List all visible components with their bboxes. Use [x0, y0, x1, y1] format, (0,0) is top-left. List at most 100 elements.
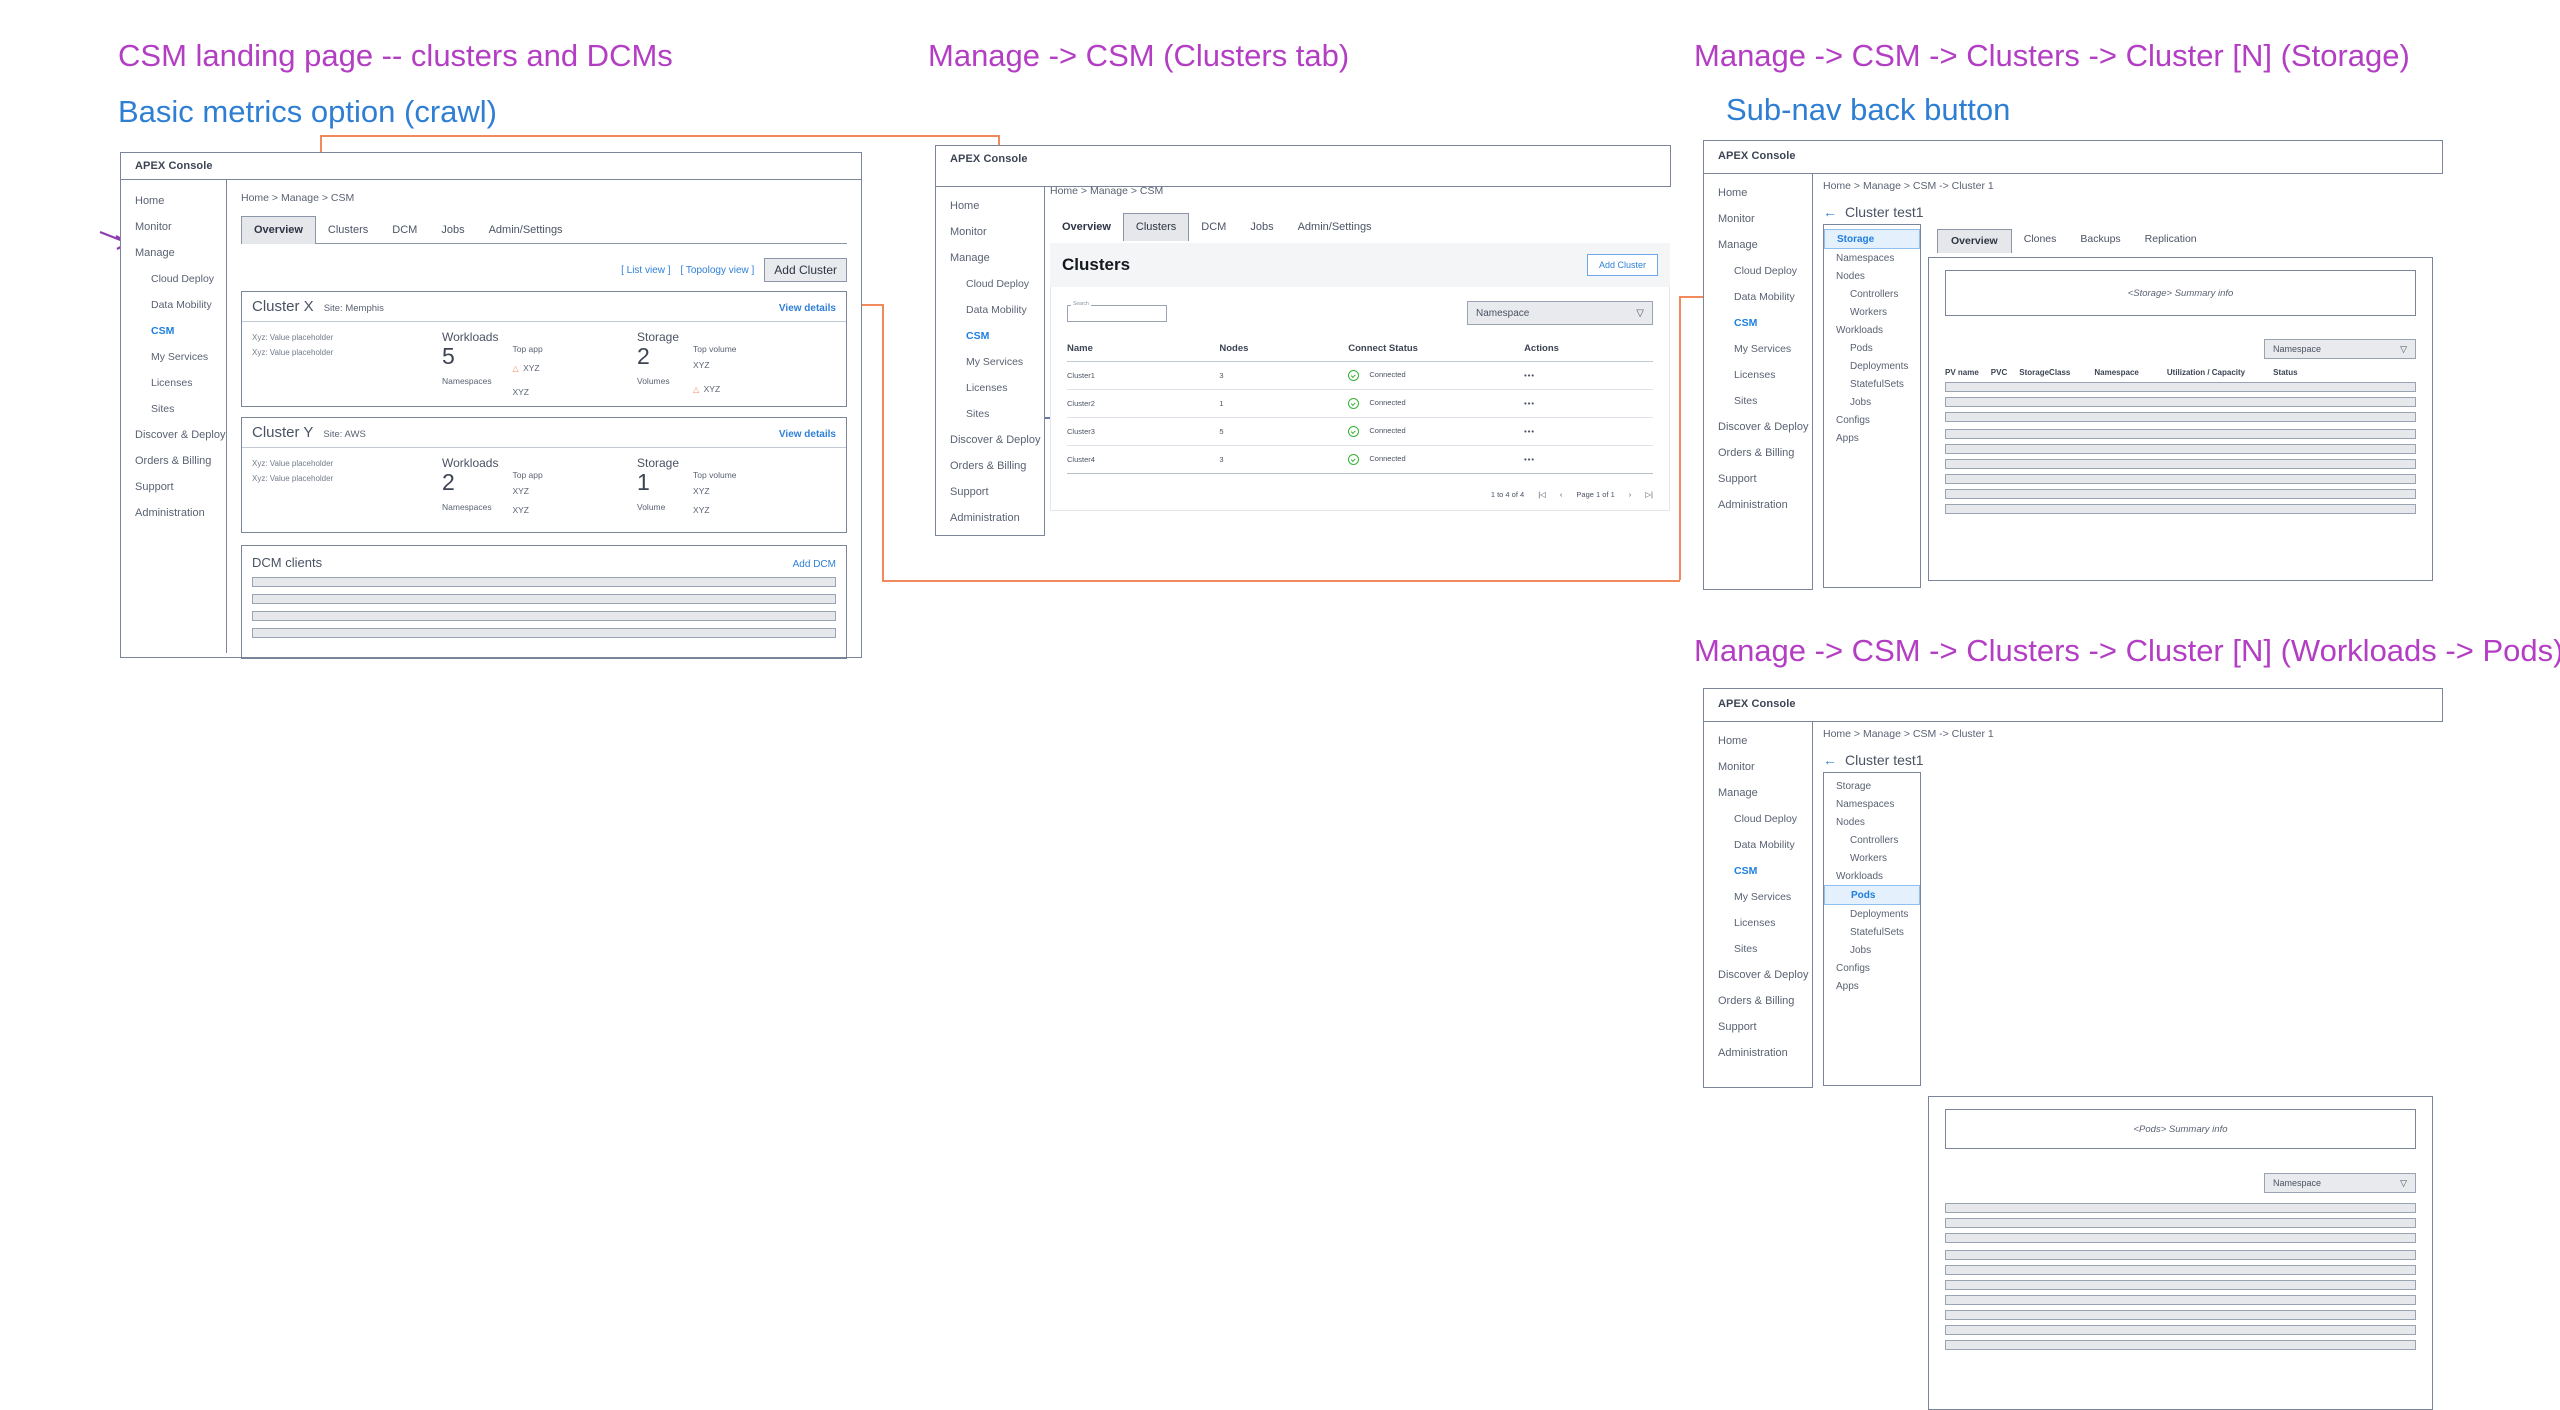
subnav-item-configs[interactable]: Configs [1836, 414, 1870, 426]
add-cluster-button[interactable]: Add Cluster [764, 258, 847, 282]
pager-prev-icon[interactable]: ‹ [1559, 490, 1563, 499]
add-cluster-button-2[interactable]: Add Cluster [1586, 254, 1658, 276]
sidebar-nav-1[interactable]: Home Monitor Manage Cloud Deploy Data Mo… [121, 180, 227, 653]
sidebar-item-monitor[interactable]: Monitor [135, 221, 172, 233]
sidebar-item-administration[interactable]: Administration [1718, 1047, 1788, 1059]
tab-overview[interactable]: Overview [241, 216, 316, 244]
cluster-x-view-details[interactable]: View details [778, 303, 836, 314]
sidebar-nav-3[interactable]: Home Monitor Manage Cloud Deploy Data Mo… [1703, 174, 1813, 590]
subnav-item-namespaces[interactable]: Namespaces [1836, 798, 1895, 810]
tab-backups[interactable]: Backups [2080, 233, 2121, 245]
subnav-item-configs[interactable]: Configs [1836, 962, 1870, 974]
sidebar-item-home[interactable]: Home [1718, 735, 1748, 747]
subnav-item-jobs[interactable]: Jobs [1850, 944, 1872, 956]
subnav-item-nodes[interactable]: Nodes [1836, 816, 1865, 828]
sidebar-item-support[interactable]: Support [1718, 473, 1757, 485]
tab-admin-settings[interactable]: Admin/Settings [488, 224, 563, 236]
pager-first-icon[interactable]: |◁ [1538, 490, 1546, 499]
sidebar-item-sites[interactable]: Sites [1734, 943, 1758, 955]
sidebar-nav-4[interactable]: Home Monitor Manage Cloud Deploy Data Mo… [1703, 722, 1813, 1088]
subnav-pods[interactable]: Storage Namespaces Nodes Controllers Wor… [1823, 772, 1921, 1086]
subnav-item-deployments[interactable]: Deployments [1850, 908, 1909, 920]
row-actions-menu[interactable]: ••• [1524, 417, 1653, 446]
sidebar-item-support[interactable]: Support [135, 481, 174, 493]
cluster-name-link[interactable]: Cluster4 [1067, 445, 1220, 474]
sidebar-item-discover-deploy[interactable]: Discover & Deploy [135, 429, 226, 441]
sidebar-item-manage[interactable]: Manage [950, 252, 990, 264]
sidebar-item-csm[interactable]: CSM [1734, 865, 1758, 877]
table-row[interactable]: Cluster4 3 Connected ••• [1067, 445, 1653, 474]
sidebar-item-home[interactable]: Home [950, 200, 980, 212]
subnav-item-jobs[interactable]: Jobs [1850, 396, 1872, 408]
row-actions-menu[interactable]: ••• [1524, 389, 1653, 418]
sidebar-item-orders-billing[interactable]: Orders & Billing [135, 455, 212, 467]
tab-dcm[interactable]: DCM [392, 224, 418, 236]
sidebar-item-orders-billing[interactable]: Orders & Billing [1718, 995, 1795, 1007]
tab-replication[interactable]: Replication [2144, 233, 2197, 245]
sidebar-item-monitor[interactable]: Monitor [1718, 761, 1755, 773]
subnav-item-nodes[interactable]: Nodes [1836, 270, 1865, 282]
subnav-item-storage[interactable]: Storage [1824, 229, 1920, 249]
sidebar-item-csm[interactable]: CSM [151, 325, 175, 337]
subnav-item-workloads[interactable]: Workloads [1836, 870, 1884, 882]
sidebar-item-data-mobility[interactable]: Data Mobility [1734, 839, 1795, 851]
cluster-card-x[interactable]: Cluster X Site: Memphis View details Xyz… [241, 291, 847, 407]
subnav-item-controllers[interactable]: Controllers [1850, 288, 1899, 300]
subnav-item-controllers[interactable]: Controllers [1850, 834, 1899, 846]
subnav-item-statefulsets[interactable]: StatefulSets [1850, 926, 1904, 938]
subnav-item-apps[interactable]: Apps [1836, 980, 1859, 992]
tab-admin-settings[interactable]: Admin/Settings [1297, 221, 1372, 233]
add-dcm-link[interactable]: Add DCM [792, 559, 836, 570]
tab-clones[interactable]: Clones [2023, 233, 2057, 245]
back-arrow-icon[interactable]: ← [1823, 752, 1837, 768]
sidebar-item-my-services[interactable]: My Services [1734, 343, 1792, 355]
sidebar-item-discover-deploy[interactable]: Discover & Deploy [950, 434, 1041, 446]
subnav-item-deployments[interactable]: Deployments [1850, 360, 1909, 372]
sidebar-item-monitor[interactable]: Monitor [1718, 213, 1755, 225]
sidebar-item-licenses[interactable]: Licenses [1734, 917, 1776, 929]
sidebar-item-cloud-deploy[interactable]: Cloud Deploy [1734, 813, 1798, 825]
cluster-y-view-details[interactable]: View details [778, 429, 836, 440]
back-nav-row[interactable]: ← Cluster test1 [1823, 752, 2433, 768]
sidebar-item-cloud-deploy[interactable]: Cloud Deploy [1734, 265, 1798, 277]
sidebar-item-cloud-deploy[interactable]: Cloud Deploy [151, 273, 215, 285]
row-actions-menu[interactable]: ••• [1524, 445, 1653, 474]
sidebar-item-my-services[interactable]: My Services [966, 356, 1024, 368]
back-arrow-icon[interactable]: ← [1823, 204, 1837, 220]
sidebar-item-home[interactable]: Home [1718, 187, 1748, 199]
sidebar-item-orders-billing[interactable]: Orders & Billing [950, 460, 1027, 472]
sidebar-item-manage[interactable]: Manage [1718, 787, 1758, 799]
topology-view-link[interactable]: [ Topology view ] [680, 264, 755, 276]
sidebar-item-discover-deploy[interactable]: Discover & Deploy [1718, 969, 1809, 981]
sidebar-item-data-mobility[interactable]: Data Mobility [966, 304, 1027, 316]
table-row[interactable]: Cluster3 5 Connected ••• [1067, 417, 1653, 446]
subnav-item-workers[interactable]: Workers [1850, 852, 1888, 864]
search-input[interactable] [1067, 304, 1167, 322]
tab-dcm[interactable]: DCM [1201, 221, 1227, 233]
list-view-link[interactable]: [ List view ] [621, 264, 671, 276]
tab-jobs[interactable]: Jobs [441, 224, 465, 236]
tab-overview[interactable]: Overview [1062, 221, 1111, 233]
sidebar-item-licenses[interactable]: Licenses [966, 382, 1008, 394]
cluster-card-y[interactable]: Cluster Y Site: AWS View details Xyz: Va… [241, 417, 847, 533]
subnav-item-namespaces[interactable]: Namespaces [1836, 252, 1895, 264]
sidebar-item-manage[interactable]: Manage [135, 247, 175, 259]
tab-overview[interactable]: Overview [1937, 229, 2012, 253]
namespace-filter-select[interactable]: Namespace ▽ [1467, 301, 1653, 325]
sidebar-item-home[interactable]: Home [135, 195, 165, 207]
sidebar-item-sites[interactable]: Sites [966, 408, 990, 420]
cluster-name-link[interactable]: Cluster3 [1067, 417, 1220, 446]
tab-clusters[interactable]: Clusters [1122, 213, 1190, 241]
sidebar-item-orders-billing[interactable]: Orders & Billing [1718, 447, 1795, 459]
subnav-item-workers[interactable]: Workers [1850, 306, 1888, 318]
subnav-item-workloads[interactable]: Workloads [1836, 324, 1884, 336]
subnav-item-apps[interactable]: Apps [1836, 432, 1859, 444]
sidebar-item-csm[interactable]: CSM [966, 330, 990, 342]
sidebar-item-administration[interactable]: Administration [1718, 499, 1788, 511]
pager-next-icon[interactable]: › [1628, 490, 1632, 499]
subnav-item-statefulsets[interactable]: StatefulSets [1850, 378, 1904, 390]
namespace-filter-select-4[interactable]: Namespace ▽ [2264, 1173, 2416, 1193]
subnav-item-storage[interactable]: Storage [1836, 780, 1872, 792]
sidebar-item-support[interactable]: Support [950, 486, 989, 498]
sidebar-item-csm[interactable]: CSM [1734, 317, 1758, 329]
